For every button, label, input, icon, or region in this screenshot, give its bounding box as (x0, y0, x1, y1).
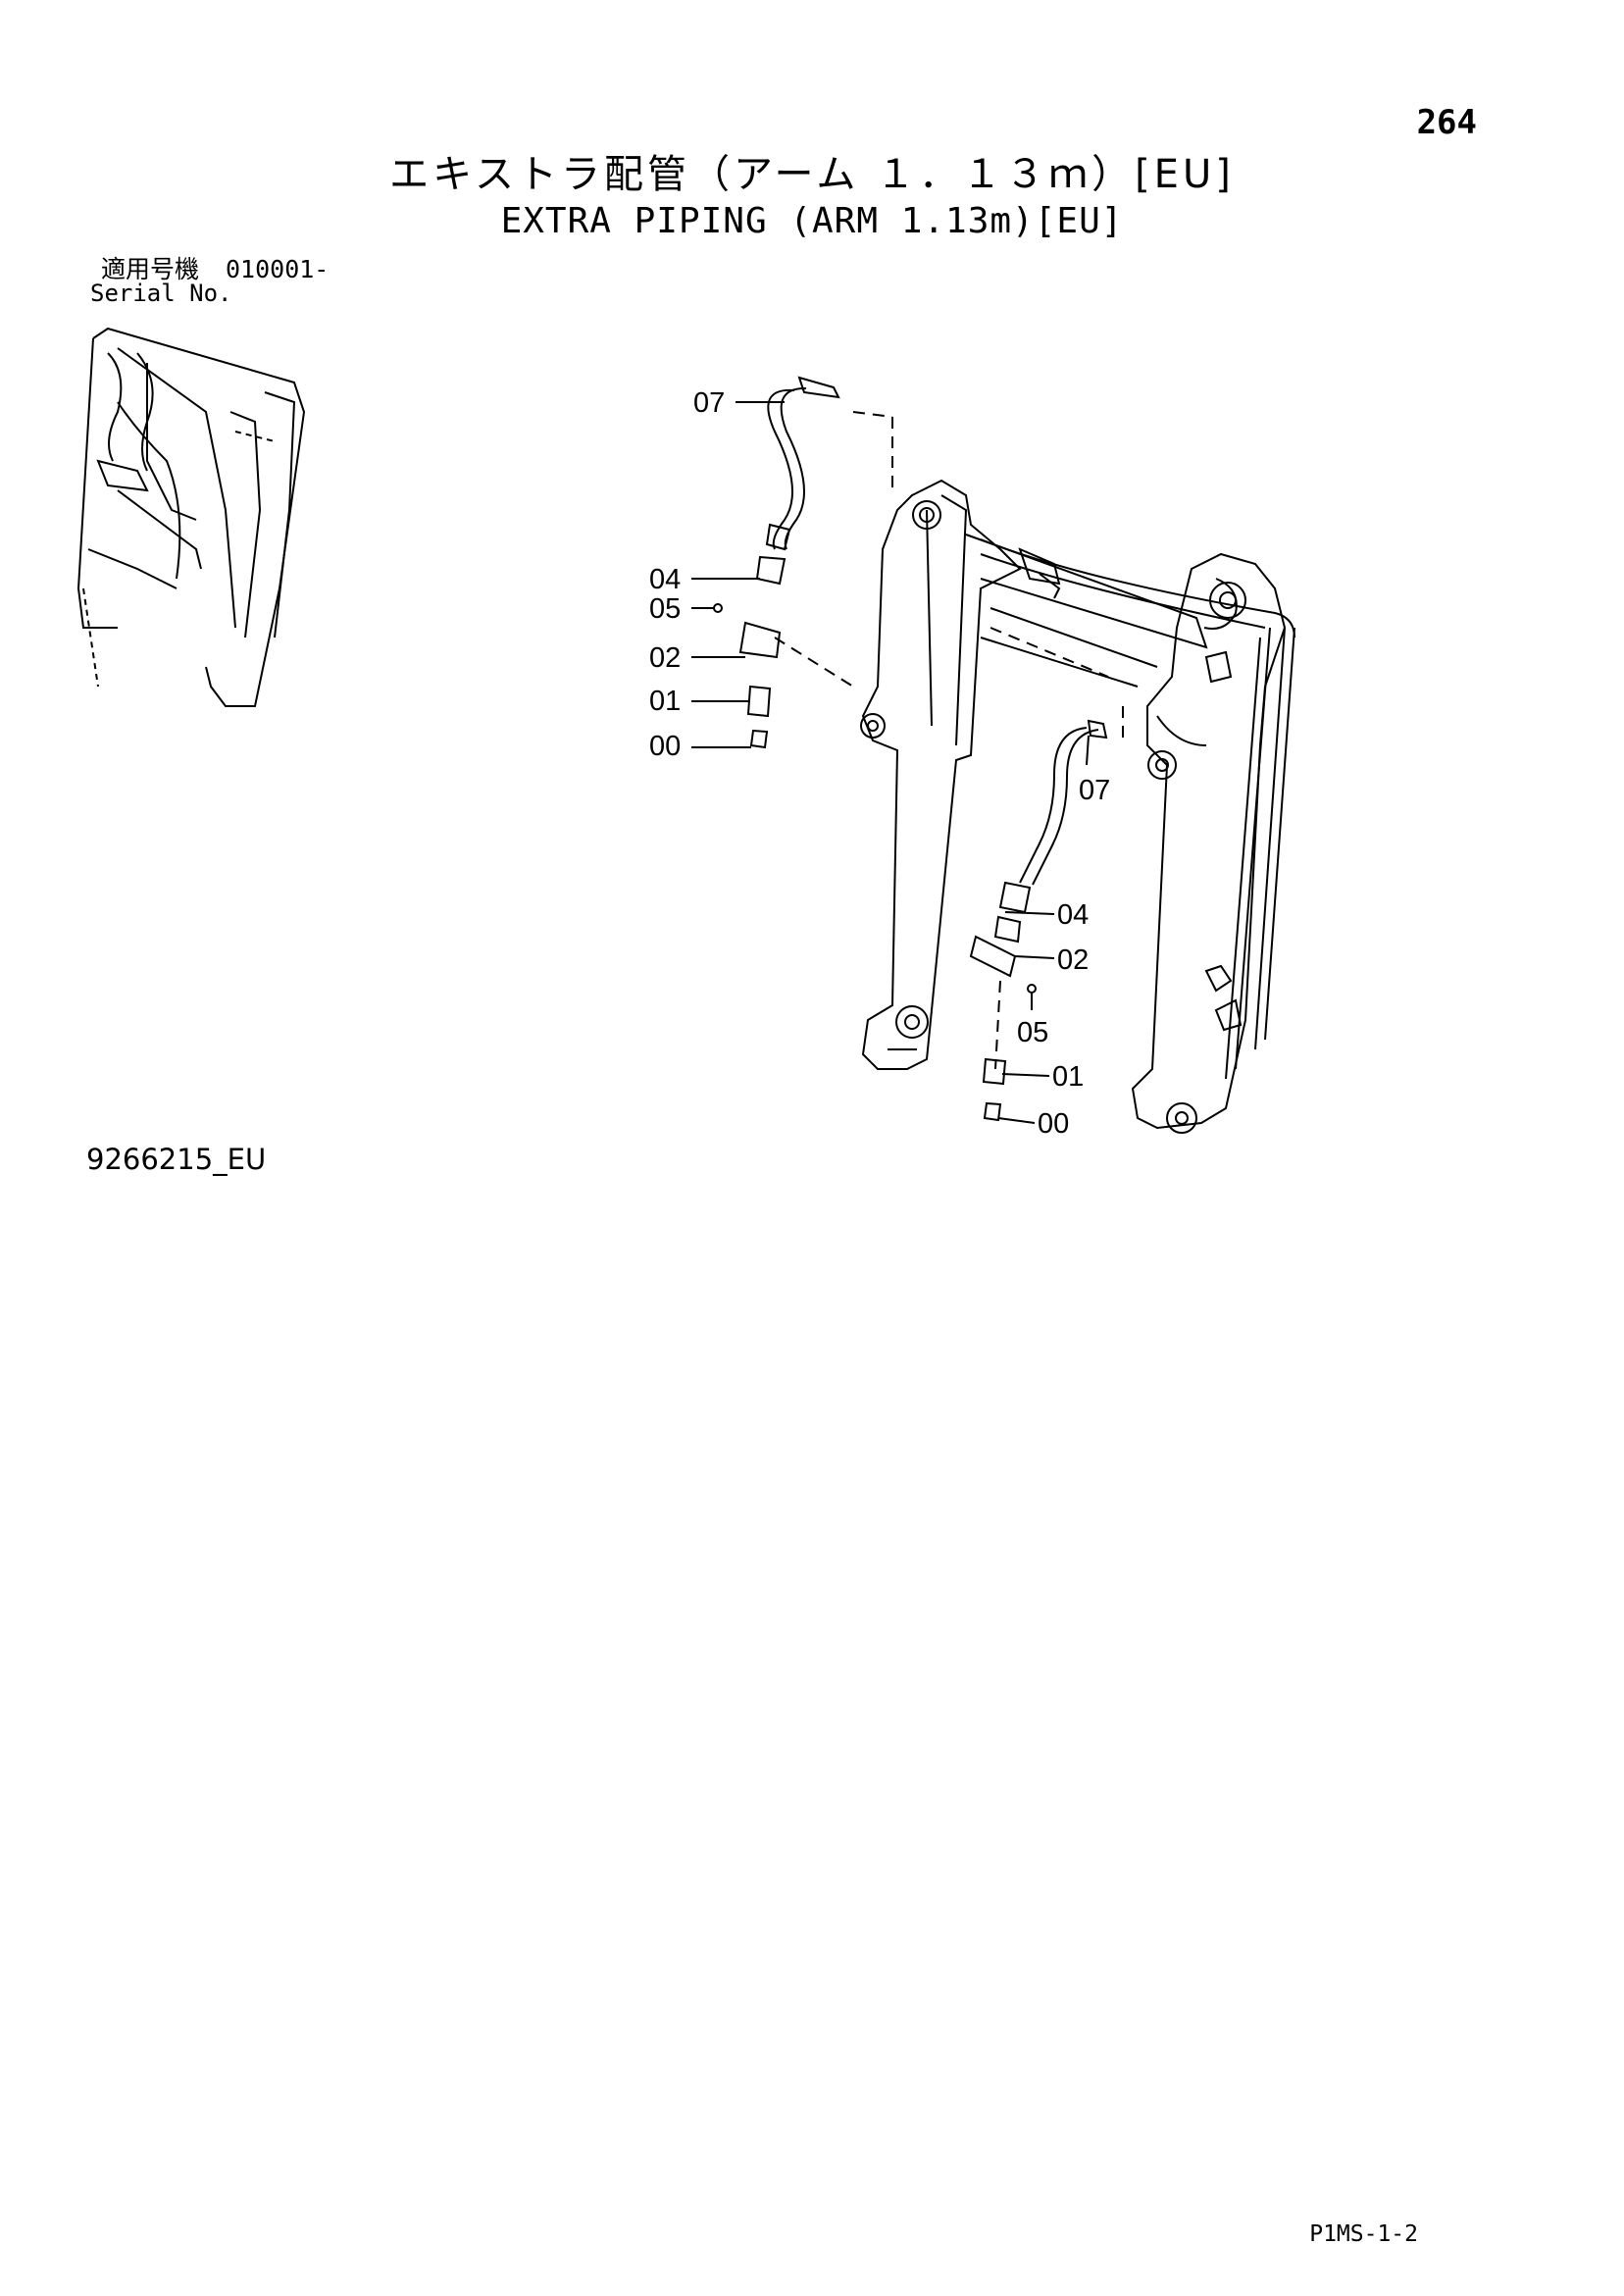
arm-assembly (774, 411, 1295, 1134)
serial-label-english: Serial No. (90, 280, 232, 307)
callout-right-01: 01 (1052, 1061, 1084, 1093)
callout-right-05: 05 (1017, 1017, 1048, 1048)
callout-left-00: 00 (649, 731, 681, 762)
callout-left-02: 02 (649, 642, 681, 674)
callout-right-02: 02 (1057, 944, 1089, 976)
callout-left-04: 04 (649, 564, 681, 595)
callout-right-00: 00 (1038, 1108, 1069, 1140)
title-english: EXTRA PIPING (ARM 1.13m)[EU] (500, 201, 1124, 241)
callout-right-07: 07 (1079, 775, 1110, 806)
overview-thumbnail (76, 327, 306, 707)
serial-label-japanese: 適用号機 (101, 255, 200, 283)
leader-lines (691, 401, 1090, 1124)
serial-value: 010001- (226, 255, 330, 283)
callout-left-05: 05 (649, 593, 681, 625)
callout-right-04: 04 (1057, 899, 1089, 931)
drawing-id: 9266215_EU (86, 1143, 267, 1176)
page-code: P1MS-1-2 (1309, 2221, 1418, 2247)
left-part-group (713, 376, 840, 749)
page-number: 264 (1416, 103, 1477, 142)
callout-left-01: 01 (649, 686, 681, 717)
title-japanese: エキストラ配管（アーム １．１３ｍ）[EU] (389, 152, 1235, 197)
callout-left-07: 07 (693, 387, 725, 419)
